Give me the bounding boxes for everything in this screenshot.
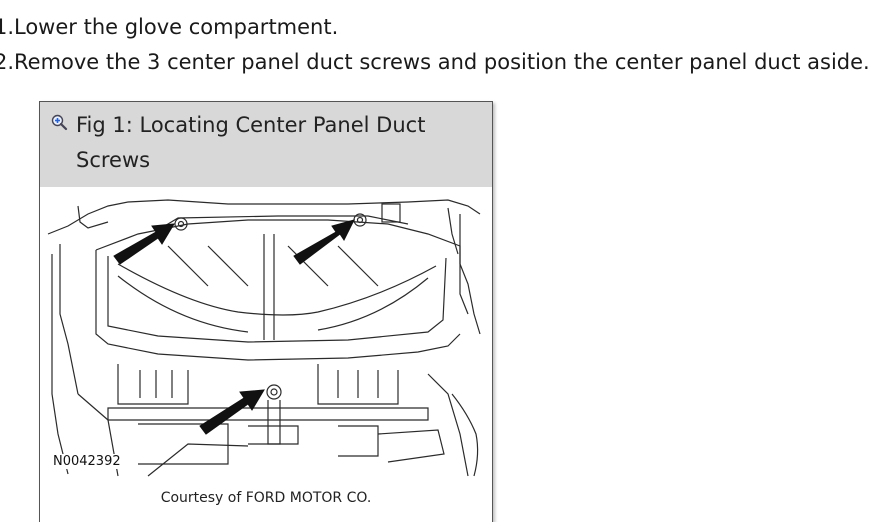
figure-header: Fig 1: Locating Center Panel Duct Screws: [40, 102, 492, 187]
step-2: 2. Remove the 3 center panel duct screws…: [0, 45, 870, 80]
step-text: Lower the glove compartment.: [14, 15, 339, 39]
figure-code: N0042392: [51, 454, 123, 469]
instruction-steps: 1. Lower the glove compartment. 2. Remov…: [0, 10, 870, 80]
figure-caption: Courtesy of FORD MOTOR CO.: [160, 490, 372, 506]
duct-illustration: [47, 199, 481, 477]
figure-box: Fig 1: Locating Center Panel Duct Screws: [39, 101, 493, 522]
step-number: 1.: [0, 15, 15, 39]
zoom-in-icon[interactable]: [51, 114, 68, 131]
page: 1. Lower the glove compartment. 2. Remov…: [0, 10, 870, 522]
figure-title: Fig 1: Locating Center Panel Duct Screws: [76, 113, 426, 172]
step-1: 1. Lower the glove compartment.: [0, 10, 840, 45]
step-text: Remove the 3 center panel duct screws an…: [14, 50, 870, 74]
step-number: 2.: [0, 50, 15, 74]
